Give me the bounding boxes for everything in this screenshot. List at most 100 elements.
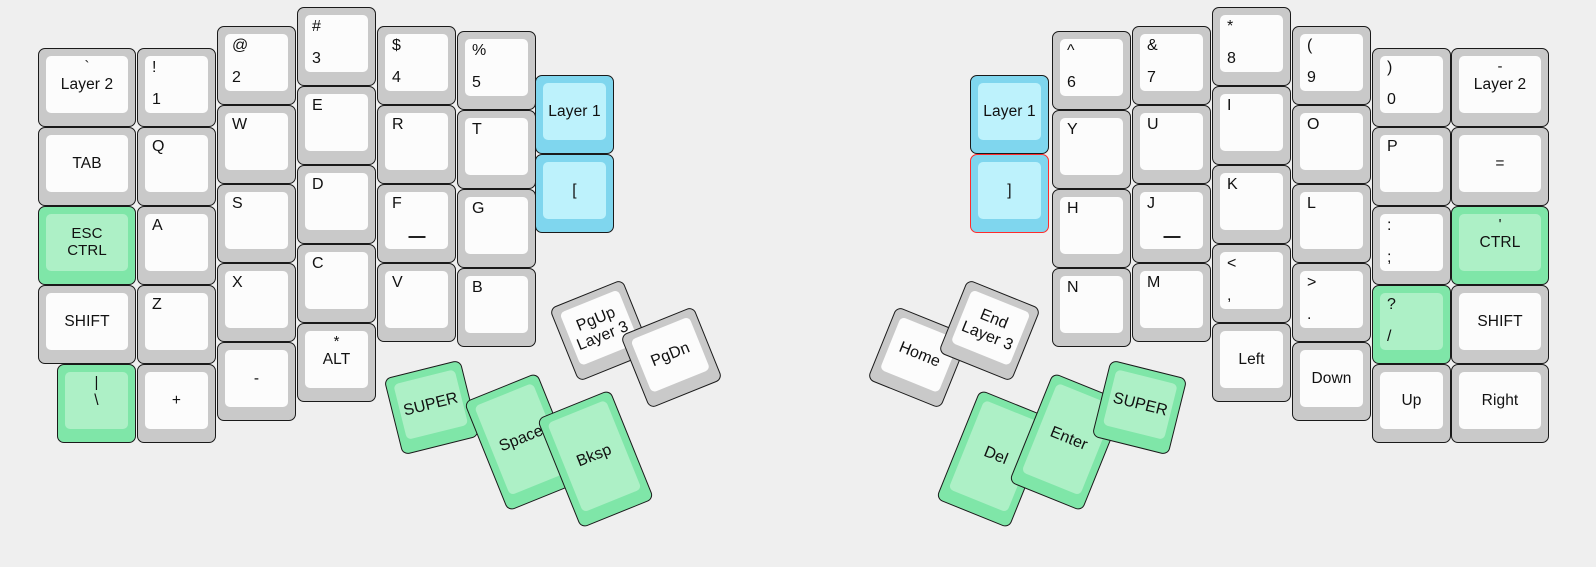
key-period-legend-bottom: .: [1307, 306, 1312, 323]
key-down-arrow[interactable]: Down: [1292, 342, 1371, 421]
key-k[interactable]: K: [1212, 165, 1291, 244]
key-up-arrow[interactable]: Up: [1372, 364, 1451, 443]
key-i[interactable]: I: [1212, 86, 1291, 165]
key-2-cap: @2: [225, 34, 288, 91]
key-bksp[interactable]: Bksp: [536, 389, 655, 529]
key-n[interactable]: N: [1052, 268, 1131, 347]
key-layer2-grave[interactable]: `Layer 2: [38, 48, 136, 127]
key-p[interactable]: P: [1372, 127, 1451, 206]
key-b-cap: B: [465, 276, 528, 333]
key-end-layer3-label: End Layer 3: [959, 305, 1016, 354]
key-layer2-minus-label: Layer 2: [1473, 75, 1527, 93]
key-layer2-minus[interactable]: -Layer 2: [1451, 48, 1549, 127]
key-1-cap: !1: [145, 56, 208, 113]
key-2[interactable]: @2: [217, 26, 296, 105]
key-p-cap: P: [1380, 135, 1443, 192]
key-left-arrow[interactable]: Left: [1212, 323, 1291, 402]
key-layer1-left[interactable]: Layer 1: [535, 75, 614, 154]
key-super-left-cap: SUPER: [393, 369, 469, 440]
key-alt[interactable]: *ALT: [297, 323, 376, 402]
key-shift-left[interactable]: SHIFT: [38, 285, 136, 364]
key-p-legend-top: P: [1387, 138, 1398, 155]
key-8-cap: *8: [1220, 15, 1283, 72]
key-9-legend-top: (: [1307, 37, 1313, 54]
key-7-legend-bottom: 7: [1147, 69, 1156, 86]
key-7-cap: &7: [1140, 34, 1203, 91]
key-a[interactable]: A: [137, 206, 216, 285]
key-3[interactable]: #3: [297, 7, 376, 86]
key-o[interactable]: O: [1292, 105, 1371, 184]
key-bracket-left[interactable]: [: [535, 154, 614, 233]
key-pgdn-cap: PgDn: [630, 316, 711, 393]
key-v[interactable]: V: [377, 263, 456, 342]
key-x[interactable]: X: [217, 263, 296, 342]
key-3-legend-bottom: 3: [312, 50, 321, 67]
key-minus[interactable]: -: [217, 342, 296, 421]
key-w[interactable]: W: [217, 105, 296, 184]
key-n-legend-top: N: [1067, 279, 1079, 296]
key-8[interactable]: *8: [1212, 7, 1291, 86]
key-tab[interactable]: TAB: [38, 127, 136, 206]
key-alt-legend-topcenter: *: [333, 333, 340, 350]
key-u[interactable]: U: [1132, 105, 1211, 184]
key-g-legend-top: G: [472, 200, 485, 217]
key-q[interactable]: Q: [137, 127, 216, 206]
key-pipe-backslash[interactable]: |\: [57, 364, 136, 443]
key-w-cap: W: [225, 113, 288, 170]
key-g-cap: G: [465, 197, 528, 254]
key-bracket-right[interactable]: ]: [970, 154, 1049, 233]
key-tab-cap: TAB: [46, 135, 128, 192]
key-slash[interactable]: ?/: [1372, 285, 1451, 364]
key-4[interactable]: $4: [377, 26, 456, 105]
key-equal[interactable]: =: [1451, 127, 1549, 206]
key-y[interactable]: Y: [1052, 110, 1131, 189]
key-pgup-layer3-label: PgUp Layer 3: [573, 303, 631, 354]
key-a-cap: A: [145, 214, 208, 271]
key-bracket-right-cap: ]: [978, 162, 1041, 219]
key-9[interactable]: (9: [1292, 26, 1371, 105]
key-b[interactable]: B: [457, 268, 536, 347]
key-shift-right[interactable]: SHIFT: [1451, 285, 1549, 364]
key-e[interactable]: E: [297, 86, 376, 165]
key-l[interactable]: L: [1292, 184, 1371, 263]
key-t-legend-top: T: [472, 121, 482, 138]
key-c-cap: C: [305, 252, 368, 309]
key-d-cap: D: [305, 173, 368, 230]
key-space-label: Space: [496, 422, 546, 456]
key-plus[interactable]: +: [137, 364, 216, 443]
key-r[interactable]: R: [377, 105, 456, 184]
key-layer1-right[interactable]: Layer 1: [970, 75, 1049, 154]
key-slash-legend-top: ?: [1387, 296, 1396, 313]
key-5-legend-bottom: 5: [472, 74, 481, 91]
key-z-cap: Z: [145, 293, 208, 350]
key-j[interactable]: J: [1132, 184, 1211, 263]
key-tab-label: TAB: [72, 154, 102, 172]
key-h[interactable]: H: [1052, 189, 1131, 268]
key-quote-ctrl[interactable]: 'CTRL: [1451, 206, 1549, 285]
key-t-cap: T: [465, 118, 528, 175]
key-right-arrow[interactable]: Right: [1451, 364, 1549, 443]
key-home-label: Home: [896, 338, 943, 371]
key-m[interactable]: M: [1132, 263, 1211, 342]
key-d[interactable]: D: [297, 165, 376, 244]
key-c[interactable]: C: [297, 244, 376, 323]
key-g[interactable]: G: [457, 189, 536, 268]
key-s-cap: S: [225, 192, 288, 249]
key-s[interactable]: S: [217, 184, 296, 263]
key-5[interactable]: %5: [457, 31, 536, 110]
key-left-arrow-label: Left: [1238, 350, 1265, 368]
key-z[interactable]: Z: [137, 285, 216, 364]
key-esc-ctrl[interactable]: ESC CTRL: [38, 206, 136, 285]
key-1[interactable]: !1: [137, 48, 216, 127]
key-7[interactable]: &7: [1132, 26, 1211, 105]
key-end-layer3-cap: End Layer 3: [950, 289, 1031, 366]
key-6[interactable]: ^6: [1052, 31, 1131, 110]
key-0[interactable]: )0: [1372, 48, 1451, 127]
key-semicolon[interactable]: :;: [1372, 206, 1451, 285]
key-w-legend-top: W: [232, 116, 248, 133]
key-period[interactable]: >.: [1292, 263, 1371, 342]
key-f[interactable]: F: [377, 184, 456, 263]
key-layer2-grave-legend-topcenter: `: [84, 58, 90, 75]
key-t[interactable]: T: [457, 110, 536, 189]
key-comma[interactable]: <,: [1212, 244, 1291, 323]
